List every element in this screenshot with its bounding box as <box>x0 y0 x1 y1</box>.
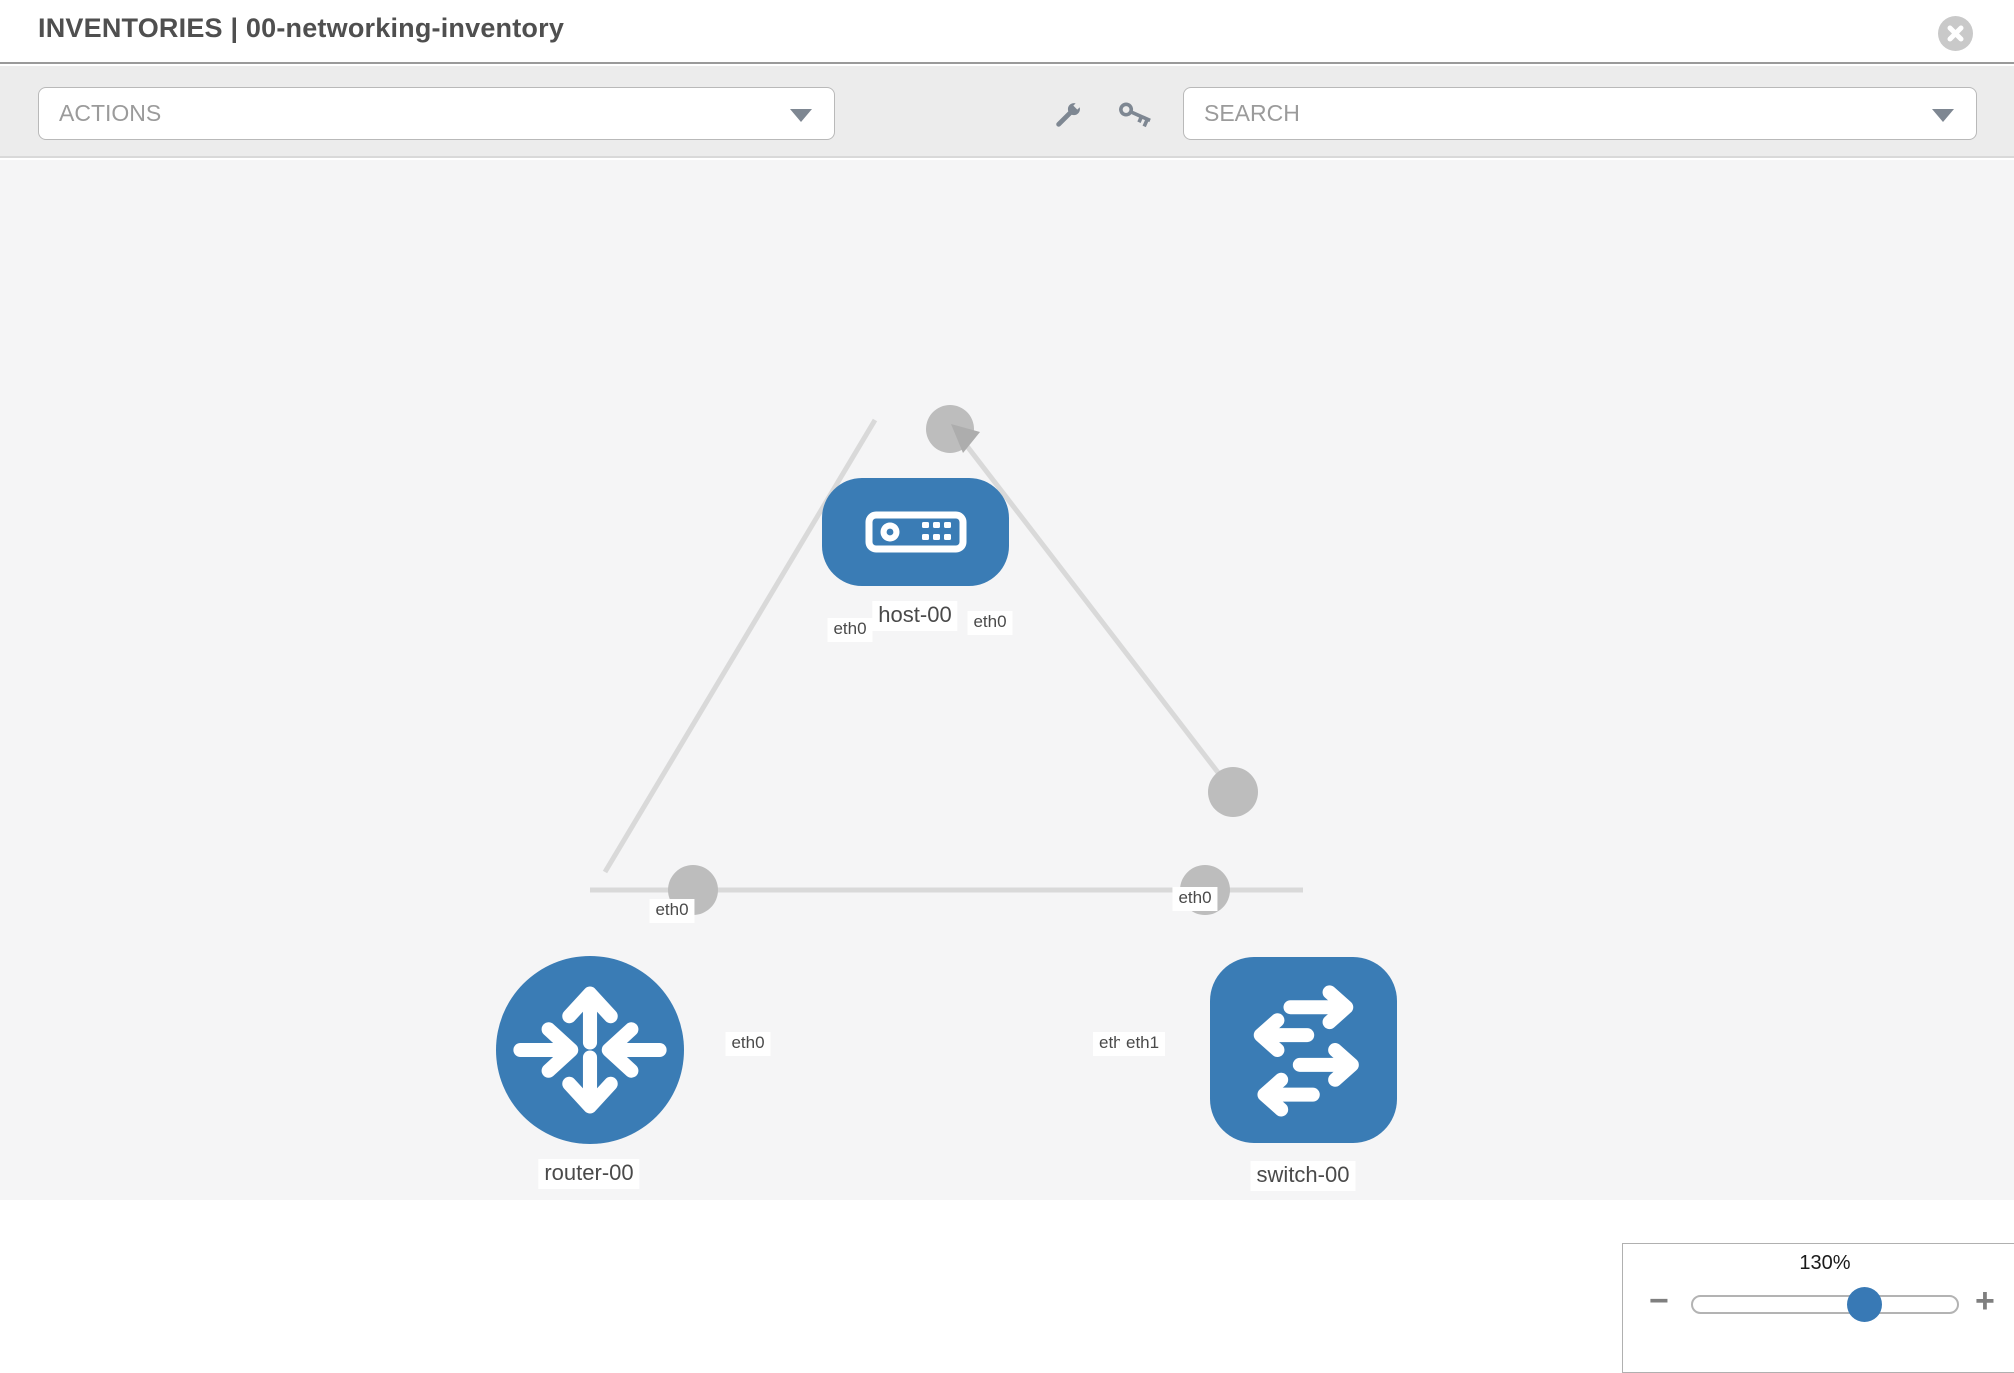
node-label-router: router-00 <box>538 1159 640 1189</box>
actions-dropdown-label: ACTIONS <box>59 100 162 126</box>
zoom-panel: 130% − + <box>1622 1243 2014 1373</box>
wrench-icon <box>1046 100 1086 141</box>
wrench-button[interactable] <box>1046 97 1086 137</box>
actions-dropdown[interactable]: ACTIONS <box>38 87 835 140</box>
search-placeholder: SEARCH <box>1204 100 1300 126</box>
header-bar: INVENTORIES | 00-networking-inventory <box>0 0 2014 64</box>
key-button[interactable] <box>1115 97 1155 137</box>
toolbar: ACTIONS SEARCH <box>0 66 2014 158</box>
link-arrowhead <box>951 424 980 453</box>
iface-label-switch-eth0-up: eth0 <box>1172 887 1218 911</box>
node-router-00[interactable] <box>496 956 684 1144</box>
page-title: INVENTORIES | 00-networking-inventory <box>38 13 565 43</box>
iface-label-switch-eth1-mid: eth1 <box>1120 1032 1166 1056</box>
node-switch-00[interactable] <box>1210 957 1397 1143</box>
iface-label-host-eth0-left: eth0 <box>827 618 873 642</box>
links-layer <box>590 405 1303 915</box>
zoom-out-button[interactable]: − <box>1649 1282 1669 1320</box>
zoom-level-value: 130% <box>1799 1252 1851 1274</box>
iface-label-router-eth0-mid: eth0 <box>725 1032 771 1056</box>
zoom-slider-knob[interactable] <box>1847 1287 1882 1322</box>
chevron-down-icon <box>1932 109 1954 122</box>
chevron-down-icon <box>790 109 812 122</box>
close-button[interactable] <box>1938 16 1973 51</box>
port-switch-top <box>1208 767 1258 817</box>
iface-label-router-eth0-up: eth0 <box>649 899 695 923</box>
search-dropdown[interactable]: SEARCH <box>1183 87 1977 140</box>
key-icon <box>1115 102 1155 141</box>
link-host-switch[interactable] <box>948 422 1235 794</box>
topology-canvas[interactable]: host-00 router-00 switch-00 eth0 eth0 et… <box>0 160 2014 1373</box>
node-label-host: host-00 <box>872 601 958 631</box>
zoom-in-button[interactable]: + <box>1975 1282 1995 1320</box>
zoom-slider-track[interactable] <box>1691 1295 1959 1314</box>
node-host-00[interactable] <box>822 478 1009 586</box>
node-label-switch: switch-00 <box>1250 1161 1356 1191</box>
iface-label-host-eth0-right: eth0 <box>967 611 1013 635</box>
